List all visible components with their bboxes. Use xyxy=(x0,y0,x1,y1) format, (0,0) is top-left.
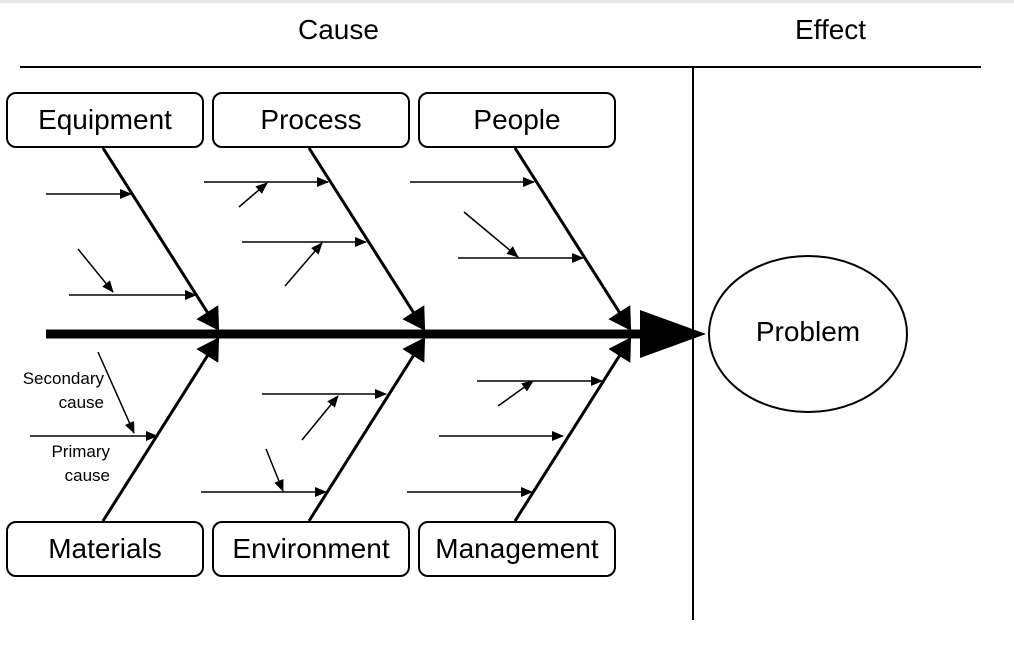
people-secondary-cause xyxy=(463,211,519,258)
environment-secondary-cause-1 xyxy=(301,395,339,441)
environment-secondary-cause-2 xyxy=(265,448,284,492)
category-materials: Materials xyxy=(6,521,204,577)
category-process: Process xyxy=(212,92,410,148)
materials-secondary-cause xyxy=(97,351,135,434)
secondary-cause-label-line-2: cause xyxy=(58,393,104,412)
secondary-cause-label-line-1: Secondary xyxy=(22,369,104,388)
bone-people xyxy=(513,147,632,331)
primary-cause-label-line-2: cause xyxy=(64,466,110,485)
process-secondary-cause-1 xyxy=(238,182,268,208)
category-management: Management xyxy=(418,521,616,577)
effect-header: Effect xyxy=(795,14,867,45)
bone-materials xyxy=(101,337,220,522)
cause-header: Cause xyxy=(298,14,379,45)
primary-cause-label: Primary cause xyxy=(0,440,110,488)
primary-cause-label-line-1: Primary xyxy=(51,442,110,461)
problem-label: Problem xyxy=(755,316,861,347)
secondary-cause-label: Secondary cause xyxy=(0,367,104,415)
process-secondary-cause-2 xyxy=(284,242,323,287)
category-people: People xyxy=(418,92,616,148)
bone-management xyxy=(513,337,632,522)
bone-environment xyxy=(307,337,426,522)
problem-ellipse xyxy=(708,255,908,413)
bone-equipment xyxy=(101,147,220,331)
management-secondary-cause xyxy=(497,380,534,407)
category-environment: Environment xyxy=(212,521,410,577)
equipment-secondary-cause xyxy=(77,248,114,293)
bone-process xyxy=(307,147,426,331)
category-equipment: Equipment xyxy=(6,92,204,148)
spine-arrowhead xyxy=(640,310,706,358)
top-rule xyxy=(0,0,1014,3)
